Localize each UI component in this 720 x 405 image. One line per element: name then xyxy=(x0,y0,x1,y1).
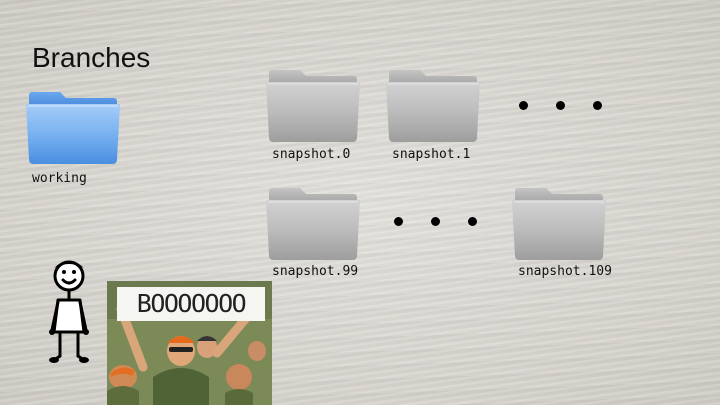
dot-icon xyxy=(593,101,602,110)
dot-icon xyxy=(519,101,528,110)
folder-label-snapshot-0: snapshot.0 xyxy=(272,147,351,162)
folder-snapshot-109[interactable] xyxy=(510,184,608,262)
folder-label-snapshot-109: snapshot.109 xyxy=(518,264,612,279)
dot-icon xyxy=(468,217,477,226)
folder-snapshot-99[interactable] xyxy=(264,184,362,262)
folder-working[interactable] xyxy=(24,88,122,166)
booing-crowd-photo: BOOOOOOO xyxy=(107,281,272,405)
folder-snapshot-0[interactable] xyxy=(264,66,362,144)
folder-icon xyxy=(266,188,360,260)
dot-icon xyxy=(431,217,440,226)
boo-sign-text: BOOOOOOO xyxy=(136,289,247,318)
stick-figure-icon xyxy=(46,258,92,371)
folder-icon xyxy=(266,70,360,142)
folder-icon xyxy=(512,188,606,260)
folder-label-working: working xyxy=(32,171,87,186)
ellipsis-icon xyxy=(519,101,602,110)
folder-label-snapshot-1: snapshot.1 xyxy=(392,147,471,162)
folder-icon xyxy=(386,70,480,142)
folder-icon xyxy=(26,92,120,164)
dot-icon xyxy=(394,217,403,226)
slide-title: Branches xyxy=(32,42,151,73)
dot-icon xyxy=(556,101,565,110)
folder-snapshot-1[interactable] xyxy=(384,66,482,144)
folder-label-snapshot-99: snapshot.99 xyxy=(272,264,359,279)
ellipsis-icon xyxy=(394,217,477,226)
